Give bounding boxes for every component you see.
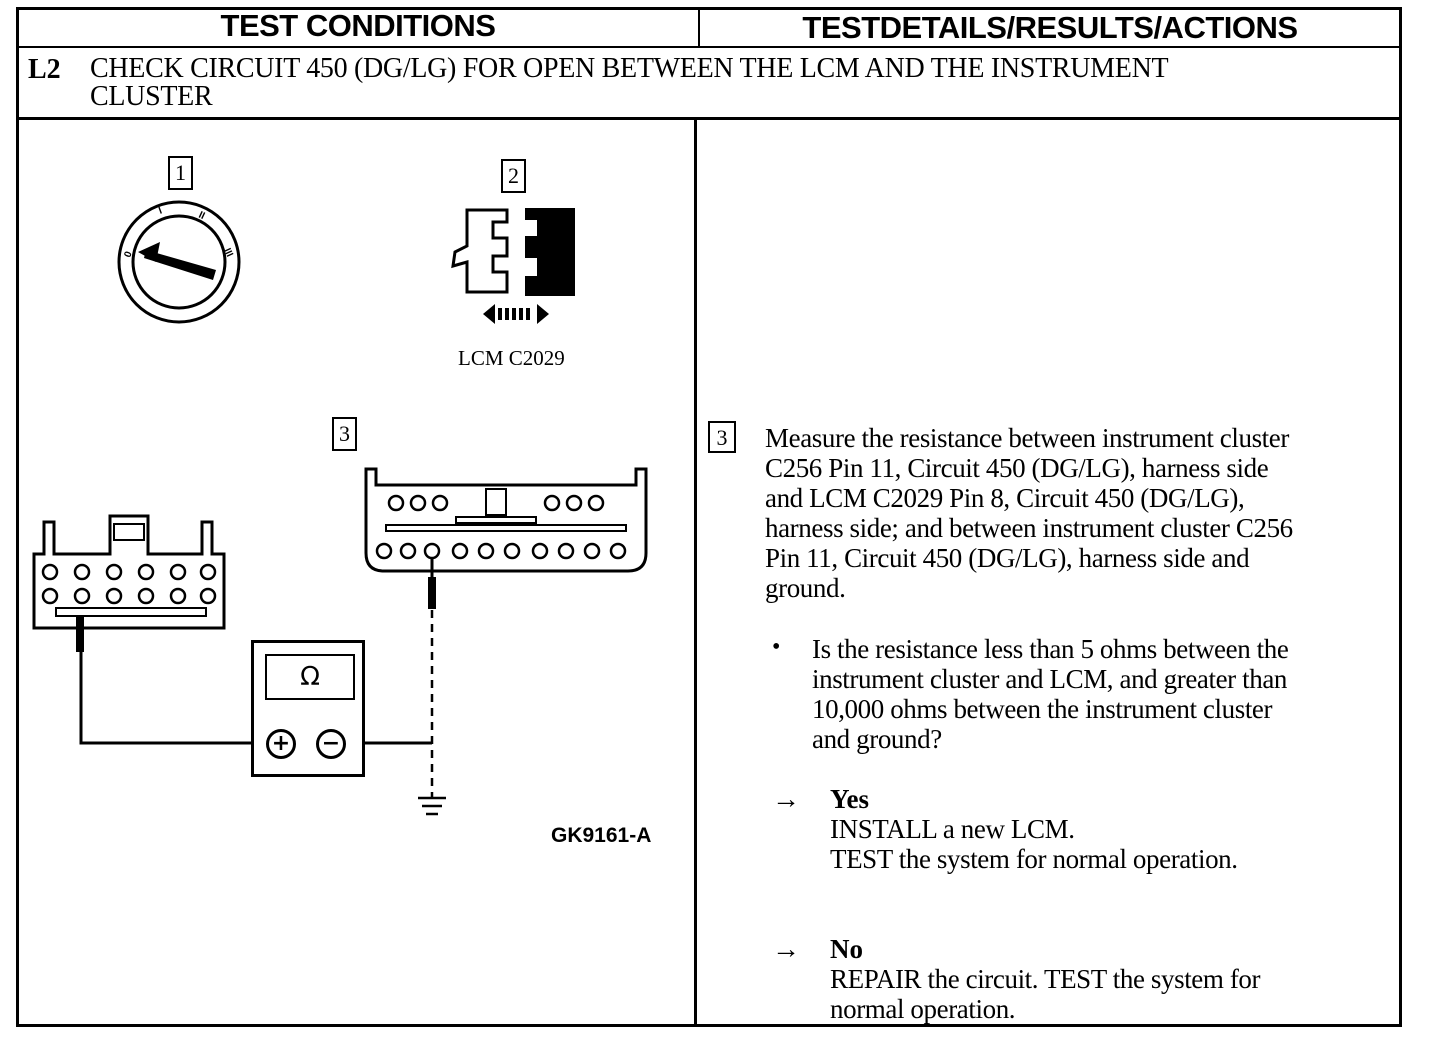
instruction-line: C256 Pin 11, Circuit 450 (DG/LG), harnes… bbox=[765, 453, 1269, 483]
instruction-text: Measure the resistance between instrumen… bbox=[765, 423, 1395, 603]
step-title: CHECK CIRCUIT 450 (DG/LG) FOR OPEN BETWE… bbox=[90, 55, 1340, 111]
no-arrow-icon: → bbox=[772, 934, 800, 965]
yes-label: Yes bbox=[830, 784, 869, 814]
instruction-line: Measure the resistance between instrumen… bbox=[765, 423, 1289, 453]
lcm-connector-disconnected-icon bbox=[451, 208, 575, 324]
no-action-line: normal operation. bbox=[830, 994, 1016, 1024]
ignition-mark-0: 0 bbox=[122, 250, 134, 259]
step-id: L2 bbox=[28, 54, 61, 85]
question-line: Is the resistance less than 5 ohms betwe… bbox=[812, 634, 1289, 664]
ignition-switch-icon: 0 I II III bbox=[117, 200, 241, 324]
question-line: and ground? bbox=[812, 724, 942, 754]
ohmmeter-display: Ω bbox=[265, 654, 355, 700]
callout-2: 2 bbox=[501, 159, 526, 193]
question-line: 10,000 ohms between the instrument clust… bbox=[812, 694, 1273, 724]
figure-code: GK9161-A bbox=[551, 824, 652, 847]
table-frame bbox=[16, 7, 1402, 1027]
question-bullet: • bbox=[772, 634, 781, 660]
header-test-details: TESTDETAILS/RESULTS/ACTIONS bbox=[802, 10, 1298, 45]
step-number: 3 bbox=[708, 421, 736, 453]
connector-label: LCM C2029 bbox=[458, 346, 565, 370]
minus-terminal: − bbox=[316, 729, 346, 759]
body-column-divider bbox=[694, 118, 697, 1027]
question-line: instrument cluster and LCM, and greater … bbox=[812, 664, 1288, 694]
callout-3: 3 bbox=[332, 417, 357, 451]
instruction-line: Pin 11, Circuit 450 (DG/LG), harness sid… bbox=[765, 543, 1250, 573]
callout-1: 1 bbox=[168, 156, 193, 190]
yes-arrow-icon: → bbox=[772, 784, 800, 815]
ignition-mark-1: I bbox=[157, 205, 164, 216]
yes-action-line: INSTALL a new LCM. bbox=[830, 814, 1075, 844]
no-label: No bbox=[830, 934, 863, 964]
header-column-divider bbox=[698, 7, 700, 47]
yes-action: INSTALL a new LCM. TEST the system for n… bbox=[830, 814, 1390, 874]
ohmmeter: Ω + − bbox=[251, 640, 365, 777]
instruction-line: ground. bbox=[765, 573, 846, 603]
no-action: REPAIR the circuit. TEST the system for … bbox=[830, 964, 1390, 1024]
question-text: Is the resistance less than 5 ohms betwe… bbox=[812, 634, 1392, 754]
instrument-cluster-connector-icon bbox=[32, 514, 226, 652]
instruction-line: and LCM C2029 Pin 8, Circuit 450 (DG/LG)… bbox=[765, 483, 1245, 513]
step-title-line: CLUSTER bbox=[90, 81, 213, 112]
title-divider bbox=[16, 117, 1402, 120]
no-action-line: REPAIR the circuit. TEST the system for bbox=[830, 964, 1261, 994]
yes-action-line: TEST the system for normal operation. bbox=[830, 844, 1238, 874]
step-title-line: CHECK CIRCUIT 450 (DG/LG) FOR OPEN BETWE… bbox=[90, 53, 1169, 84]
header-divider bbox=[16, 46, 1402, 48]
instruction-line: harness side; and between instrument clu… bbox=[765, 513, 1293, 543]
ignition-mark-2: II bbox=[197, 210, 207, 222]
header-test-conditions: TEST CONDITIONS bbox=[220, 8, 496, 43]
plus-terminal: + bbox=[266, 729, 296, 759]
lcm-c2029-connector-icon bbox=[364, 467, 648, 609]
